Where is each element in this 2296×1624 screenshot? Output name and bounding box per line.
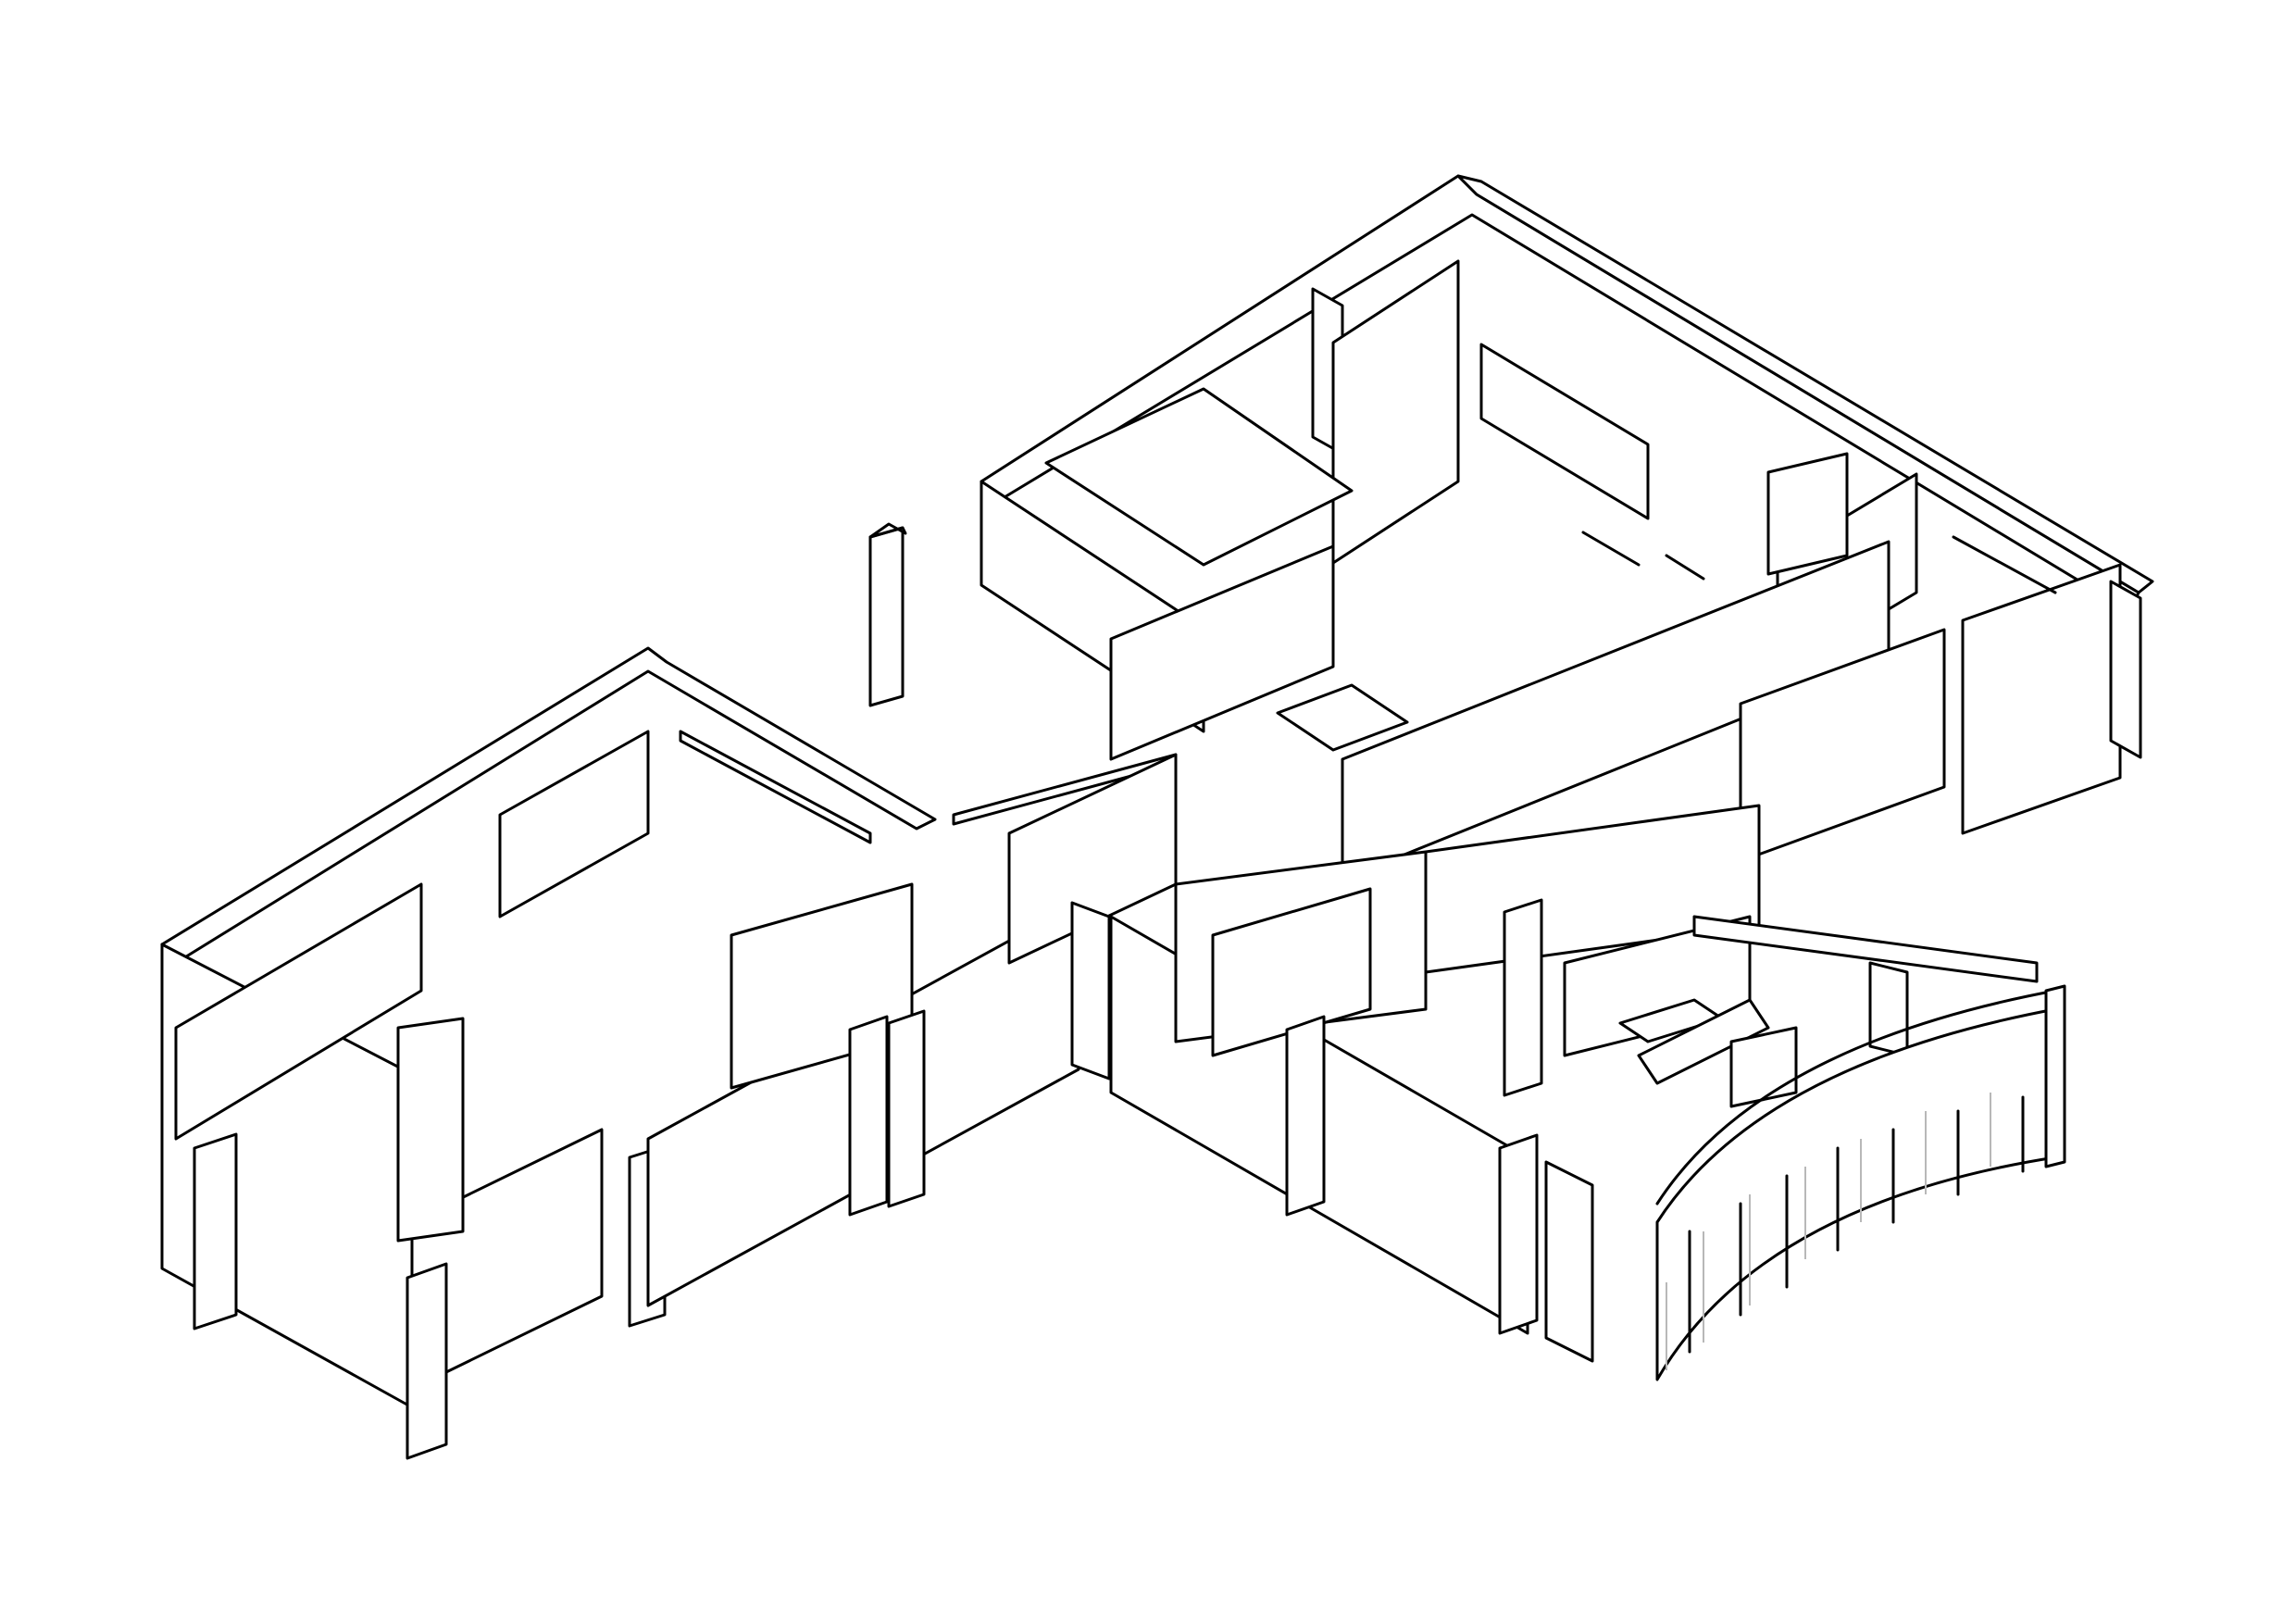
- facade-wall-face: [1655, 1007, 2057, 1381]
- lower-wing-room-a: [1211, 887, 1372, 1057]
- lower-wing-front-wall-b: [1544, 1160, 1594, 1363]
- left-wing-back-wall: [160, 646, 937, 965]
- left-wing-pillar-1: [193, 1132, 238, 1330]
- upper-wing-inner-room-b: [1109, 544, 1335, 761]
- corridor-pillar-3: [1070, 901, 1111, 1081]
- column-face: [868, 526, 905, 707]
- facade-roof-edge: [1655, 989, 2057, 1206]
- upper-wing-partition-a: [1331, 259, 1460, 565]
- left-wing-room-c: [679, 730, 872, 844]
- lower-wing-pillar-1: [1285, 1015, 1326, 1217]
- upper-wing-shaft: [1276, 683, 1409, 752]
- facade-end-pier: [2044, 984, 2066, 1168]
- upper-wing-right-block: [1961, 563, 2122, 835]
- upper-wing: [980, 174, 2154, 881]
- curved-glazed-facade: [1655, 984, 2066, 1381]
- upper-wing-inner-room-a: [1044, 387, 1354, 567]
- corridor-pillar-2: [887, 1009, 926, 1208]
- lower-wing-pillar-3: [1503, 898, 1543, 1097]
- lower-wing-bay-right: [1692, 915, 2039, 983]
- column-top: [868, 522, 907, 539]
- detached-column: [868, 522, 907, 707]
- left-wing-partition: [396, 1017, 465, 1243]
- upper-wing-partition-b: [1479, 343, 1650, 520]
- upper-wing-niche: [1766, 452, 1849, 576]
- upper-wing-door-1: [1581, 531, 1641, 567]
- central-corridor: [646, 753, 1178, 1307]
- upper-wing-pillar-tall: [2109, 580, 2142, 759]
- stair-flight: [1637, 998, 1770, 1085]
- left-wing-room-b: [498, 730, 650, 918]
- upper-wing-rear-wall-top: [1456, 174, 2154, 594]
- lower-right-wing: [1109, 804, 2039, 1363]
- left-wing-room-a: [174, 882, 423, 1141]
- upper-wing-door-3: [1952, 535, 2057, 594]
- stair-block: [1729, 1026, 1798, 1108]
- left-wing-pillar-2: [406, 1262, 448, 1460]
- lower-wing-pillar-2: [1498, 1133, 1539, 1335]
- corridor-pillar-1: [848, 1015, 889, 1217]
- upper-wing-door-2: [1665, 554, 1705, 581]
